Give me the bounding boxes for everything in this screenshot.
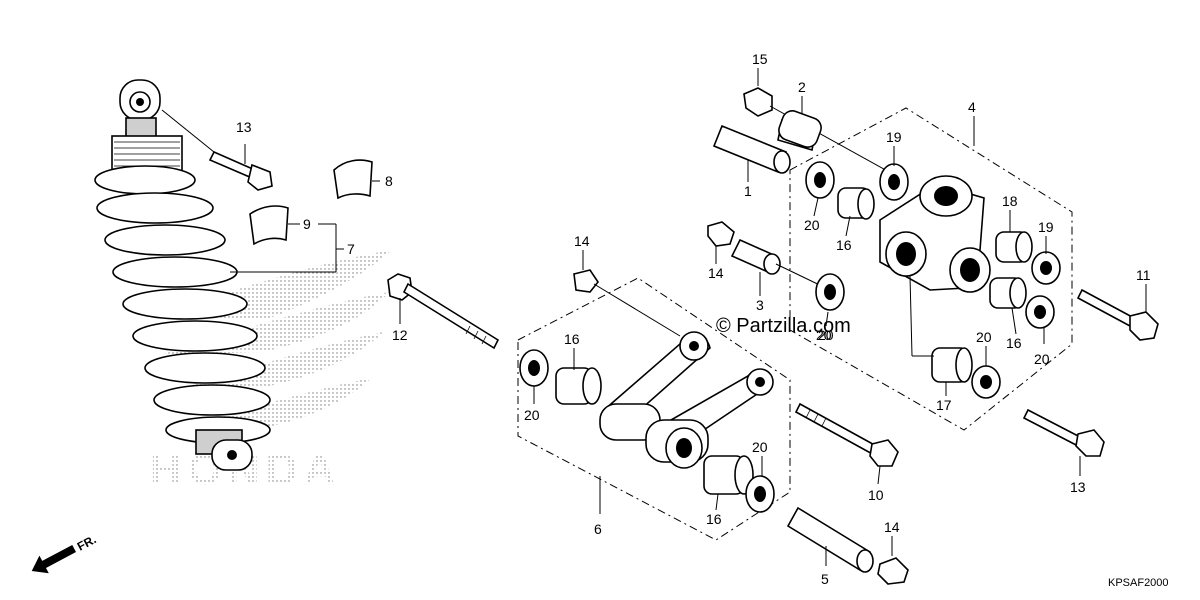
bolt-10 xyxy=(794,402,899,467)
callout-13: 13 xyxy=(1070,479,1086,495)
cushion-arm-link xyxy=(599,331,774,469)
group-box-6 xyxy=(517,277,791,541)
cushion-arm xyxy=(879,175,991,293)
callout-4: 4 xyxy=(968,99,976,115)
diagram-code: KPSAF2000 xyxy=(1108,577,1169,589)
callout-14: 14 xyxy=(574,233,590,249)
callout-16: 16 xyxy=(1006,335,1022,351)
callout-19: 19 xyxy=(886,129,902,145)
leader-lines xyxy=(161,68,1147,566)
callout-2: 2 xyxy=(798,79,806,95)
callout-16: 16 xyxy=(706,511,722,527)
callout-20: 20 xyxy=(524,407,540,423)
callout-9: 9 xyxy=(303,216,311,232)
callout-16: 16 xyxy=(564,331,580,347)
callout-1: 1 xyxy=(744,183,752,199)
needle-bearing-17 xyxy=(931,347,973,383)
bolt-13-upper xyxy=(208,150,273,191)
callout-6: 6 xyxy=(594,521,602,537)
callout-8: 8 xyxy=(385,173,393,189)
callout-20: 20 xyxy=(752,439,768,455)
callout-15: 15 xyxy=(752,51,768,67)
label-part-8 xyxy=(333,159,373,200)
callout-20: 20 xyxy=(818,327,834,343)
needle-bearing-16-c xyxy=(555,367,602,405)
callout-20: 20 xyxy=(976,329,992,345)
needle-bearing-16-a xyxy=(837,187,875,220)
callout-14: 14 xyxy=(884,519,900,535)
collar-5 xyxy=(786,506,874,573)
callout-labels: 15 2 4 19 1 20 16 18 19 11 14 14 14 3 20… xyxy=(236,51,1151,587)
callout-3: 3 xyxy=(756,297,764,313)
callout-19: 19 xyxy=(1038,219,1054,235)
shock-absorber xyxy=(94,79,271,471)
callout-20: 20 xyxy=(804,217,820,233)
callout-17: 17 xyxy=(936,397,952,413)
needle-bearing-18 xyxy=(995,231,1033,263)
needle-bearing-16-d xyxy=(703,455,754,495)
callout-7: 7 xyxy=(347,241,355,257)
collar-1 xyxy=(712,124,791,174)
bolt-12 xyxy=(387,273,500,350)
callout-18: 18 xyxy=(1002,193,1018,209)
group-box-4 xyxy=(789,107,1073,431)
callout-14: 14 xyxy=(708,265,724,281)
nut-15 xyxy=(743,87,773,117)
callout-11: 11 xyxy=(1136,267,1151,283)
partzilla-watermark: © Partzilla.com xyxy=(716,315,851,337)
callout-5: 5 xyxy=(821,571,829,587)
nut-14-c xyxy=(877,557,909,585)
label-part-9 xyxy=(249,205,289,246)
callout-16: 16 xyxy=(836,237,852,253)
needle-bearing-16-b xyxy=(989,277,1027,309)
callout-10: 10 xyxy=(868,487,884,503)
collar-2 xyxy=(777,110,822,152)
callout-20: 20 xyxy=(1034,351,1050,367)
callout-12: 12 xyxy=(392,327,408,343)
bolt-13-lower xyxy=(1022,408,1105,457)
nut-14-b xyxy=(707,221,735,247)
callout-20: 20 xyxy=(816,327,832,343)
front-direction-arrow: FR. xyxy=(31,532,99,574)
nut-14-a xyxy=(573,269,599,293)
collar-3 xyxy=(730,238,781,275)
front-indicator-text: FR. xyxy=(75,532,99,553)
callout-13: 13 xyxy=(236,119,252,135)
